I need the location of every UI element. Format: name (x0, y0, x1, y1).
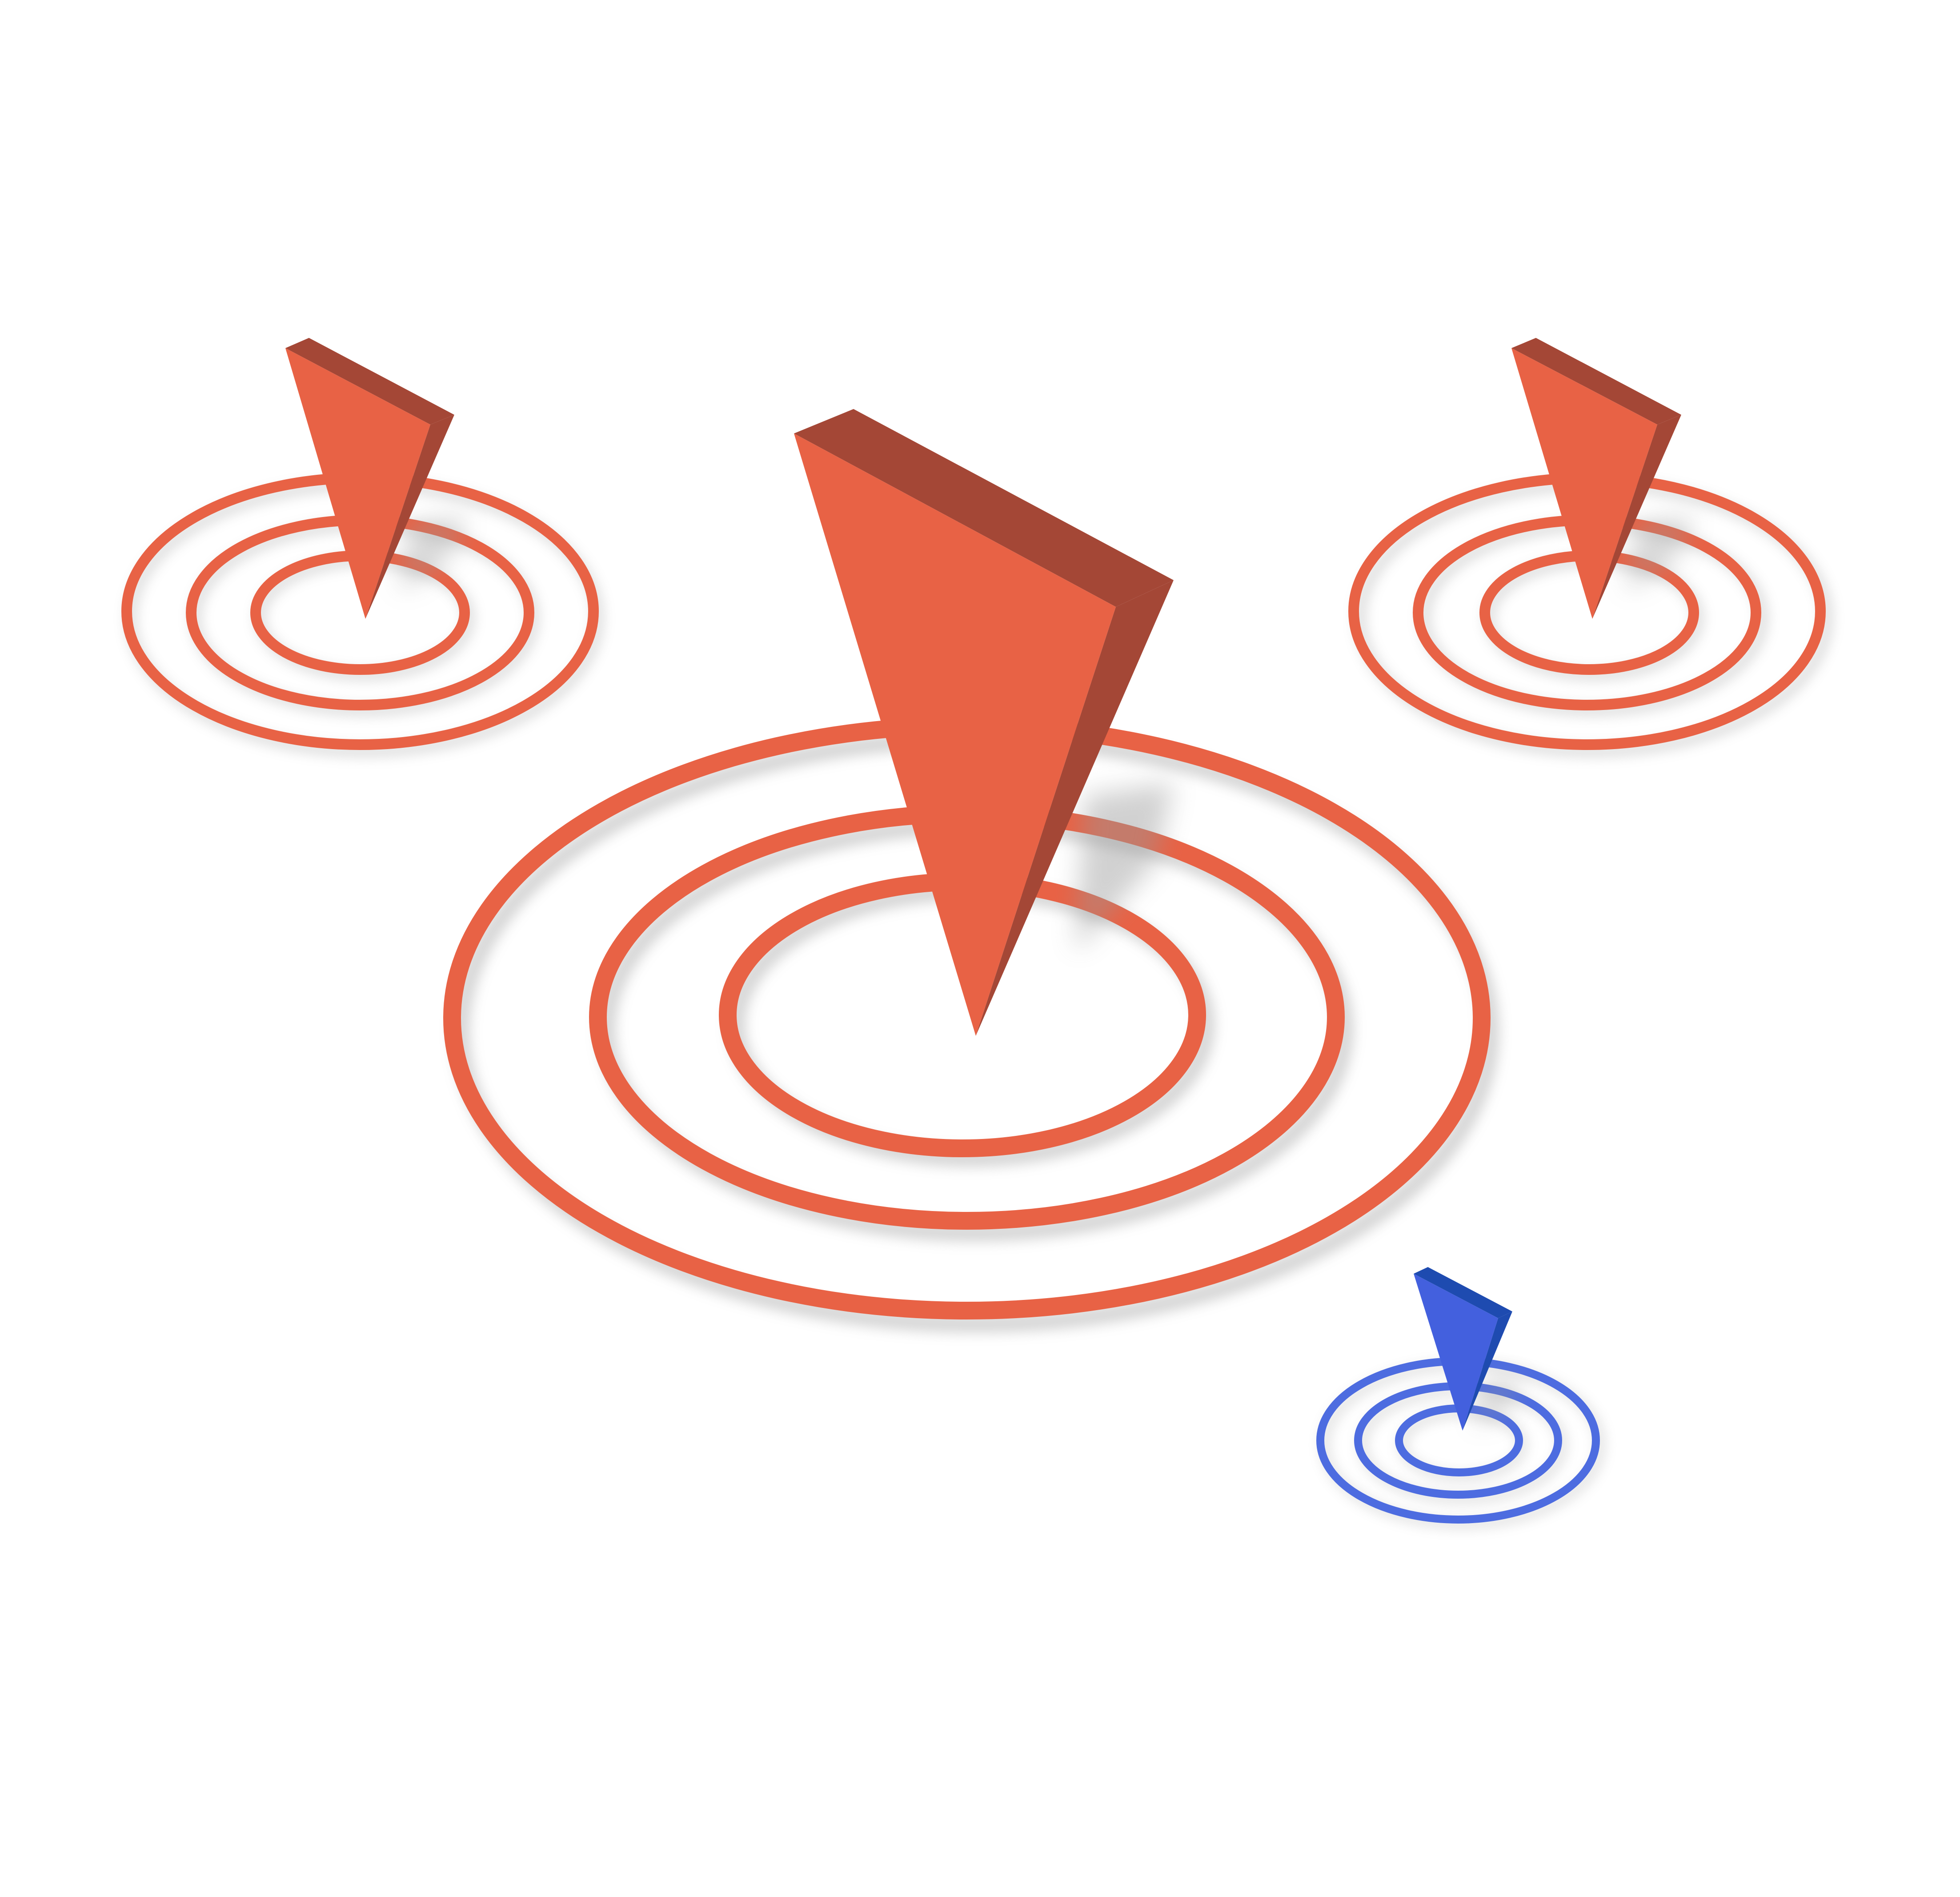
pin-front-face (794, 433, 1116, 1036)
location-marker-top-right (1348, 338, 1832, 757)
pin-shadow (1076, 782, 1174, 951)
pin-front-face (285, 348, 430, 619)
map-pin-target-icon (1511, 338, 1681, 619)
pin-shadow (1627, 516, 1694, 591)
pin-side-face (1592, 415, 1681, 619)
location-marker-bottom-right (1316, 1267, 1604, 1528)
pin-shadow (400, 516, 467, 591)
pin-top-edge (285, 338, 454, 425)
pin-front-face (1511, 348, 1657, 619)
pin-side-face (1463, 1311, 1512, 1431)
location-marker-center (443, 409, 1499, 1333)
pin-top-edge (794, 409, 1174, 607)
pin-shadow (1476, 1378, 1520, 1427)
pin-side-face (976, 580, 1174, 1036)
map-pin-target-icon (285, 338, 454, 619)
pin-top-edge (1414, 1267, 1512, 1318)
pin-front-face (1414, 1274, 1498, 1431)
location-marker-top-left (121, 338, 603, 757)
pin-top-edge (1511, 338, 1681, 425)
pin-side-face (365, 415, 454, 619)
map-pin-target-icon (794, 409, 1174, 1036)
map-pin-target-icon (1414, 1267, 1512, 1431)
